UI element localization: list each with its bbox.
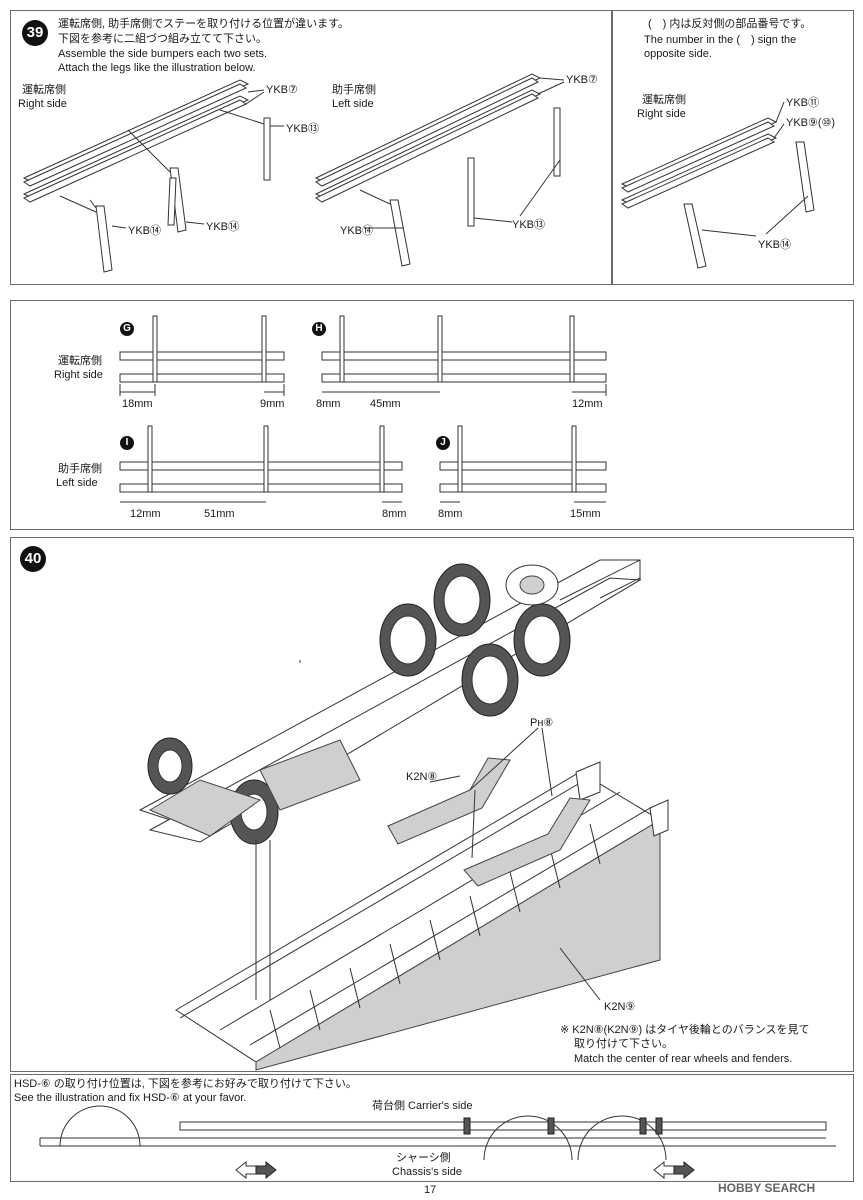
- step39-instruction-en1: Assemble the side bumpers each two sets.: [58, 48, 268, 60]
- step-number-39: 39: [22, 20, 48, 46]
- right-side-bumper-assembly: [22, 79, 284, 273]
- positions-diagrams: [119, 315, 607, 503]
- label-ykb14-d: YKB⑭: [758, 239, 792, 251]
- label-ykb14-a: YKB⑭: [128, 225, 162, 237]
- label-ykb13-a: YKB⑬: [286, 123, 320, 135]
- step39-left-en: Left side: [332, 98, 374, 110]
- left-side-bumper-assembly: [314, 73, 565, 267]
- positions-left-en: Left side: [56, 477, 98, 489]
- positions-right-en: Right side: [54, 369, 103, 381]
- positions-right-jp: 運転席側: [58, 355, 102, 367]
- front-wheels: [147, 737, 361, 845]
- step39-panel: [10, 10, 612, 285]
- opposite-side-bumper-assembly: [620, 101, 815, 269]
- step40-panel: [10, 537, 854, 1072]
- dim-h-8: 8mm: [316, 398, 341, 410]
- note-en2: opposite side.: [644, 48, 712, 60]
- step40-note-jp2: 取り付けて下さい。: [574, 1038, 673, 1050]
- step-number-40: 40: [20, 546, 46, 572]
- step39-instruction-jp2: 下図を参考に二組づつ組み立てて下さい。: [58, 33, 267, 45]
- positions-panel: [10, 300, 854, 530]
- dim-i-12: 12mm: [130, 508, 161, 520]
- step39-note-panel: [612, 10, 854, 285]
- diagram-g: [119, 315, 285, 396]
- diagram-h: [321, 315, 607, 396]
- note-en1: The number in the ( ) sign the: [644, 34, 797, 46]
- diagram-letter-g: G: [120, 322, 134, 336]
- hsd-side-profile: [39, 1105, 836, 1161]
- label-ykb9-10: YKB⑨(⑩): [786, 117, 836, 129]
- step40-note-en: Match the center of rear wheels and fend…: [574, 1053, 793, 1065]
- dim-h-45: 45mm: [370, 398, 401, 410]
- page-number: 17: [424, 1184, 437, 1196]
- chassis-side-jp: シャーシ側: [396, 1152, 451, 1164]
- label-ykb11: YKB⑪: [786, 97, 820, 109]
- chassis-side-en: Chassis's side: [392, 1166, 462, 1178]
- direction-arrows: [235, 1160, 695, 1180]
- dim-g-18: 18mm: [122, 398, 153, 410]
- dim-j-15: 15mm: [570, 508, 601, 520]
- dim-h-12: 12mm: [572, 398, 603, 410]
- label-k2n8: K2N⑧: [406, 771, 438, 783]
- step39-illustration: [22, 73, 815, 273]
- watermark: HOBBY SEARCH: [718, 1181, 816, 1195]
- rear-wheels: [379, 563, 571, 717]
- label-ykb7-a: YKB⑦: [266, 84, 298, 96]
- guide-lines: [255, 660, 601, 1001]
- dim-j-8: 8mm: [438, 508, 463, 520]
- label-ykb7-b: YKB⑦: [566, 74, 598, 86]
- diagram-j: [439, 425, 607, 503]
- diagram-letter-i: I: [120, 436, 134, 450]
- step39-instruction-jp: 運転席側, 助手席側でステーを取り付ける位置が違います。: [58, 18, 350, 30]
- label-k2n9: K2N⑨: [604, 1001, 636, 1013]
- step39-right-en: Right side: [18, 98, 67, 110]
- dim-i-51: 51mm: [204, 508, 235, 520]
- label-ph8: Pн⑧: [530, 717, 554, 729]
- label-ykb13-b: YKB⑬: [512, 219, 546, 231]
- step39-instruction-en2: Attach the legs like the illustration be…: [58, 62, 256, 74]
- dim-g-9: 9mm: [260, 398, 285, 410]
- positions-left-jp: 助手席側: [58, 463, 102, 475]
- step39-right-jp: 運転席側: [22, 84, 66, 96]
- note-right-jp: 運転席側: [642, 94, 686, 106]
- hsd-instruction-jp: HSD-⑥ の取り付け位置は, 下図を参考にお好みで取り付けて下さい。: [14, 1078, 357, 1090]
- note-jp: ( ) 内は反対側の部品番号です。: [648, 18, 812, 30]
- note-right-en: Right side: [637, 108, 686, 120]
- diagram-letter-j: J: [436, 436, 450, 450]
- diagram-i: [119, 425, 403, 503]
- dim-i-8: 8mm: [382, 508, 407, 520]
- hsd-instruction-en: See the illustration and fix HSD-⑥ at yo…: [14, 1092, 247, 1104]
- step40-illustration: [138, 559, 669, 1071]
- diagram-letter-h: H: [312, 322, 326, 336]
- label-ykb14-b: YKB⑭: [206, 221, 240, 233]
- step40-note-jp: ※ K2N⑧(K2N⑨) はタイヤ後輪とのバランスを見て: [560, 1024, 810, 1036]
- step39-left-jp: 助手席側: [332, 84, 376, 96]
- carrier-side-label: 荷台側 Carrier's side: [372, 1100, 473, 1112]
- hsd-panel: [10, 1074, 854, 1182]
